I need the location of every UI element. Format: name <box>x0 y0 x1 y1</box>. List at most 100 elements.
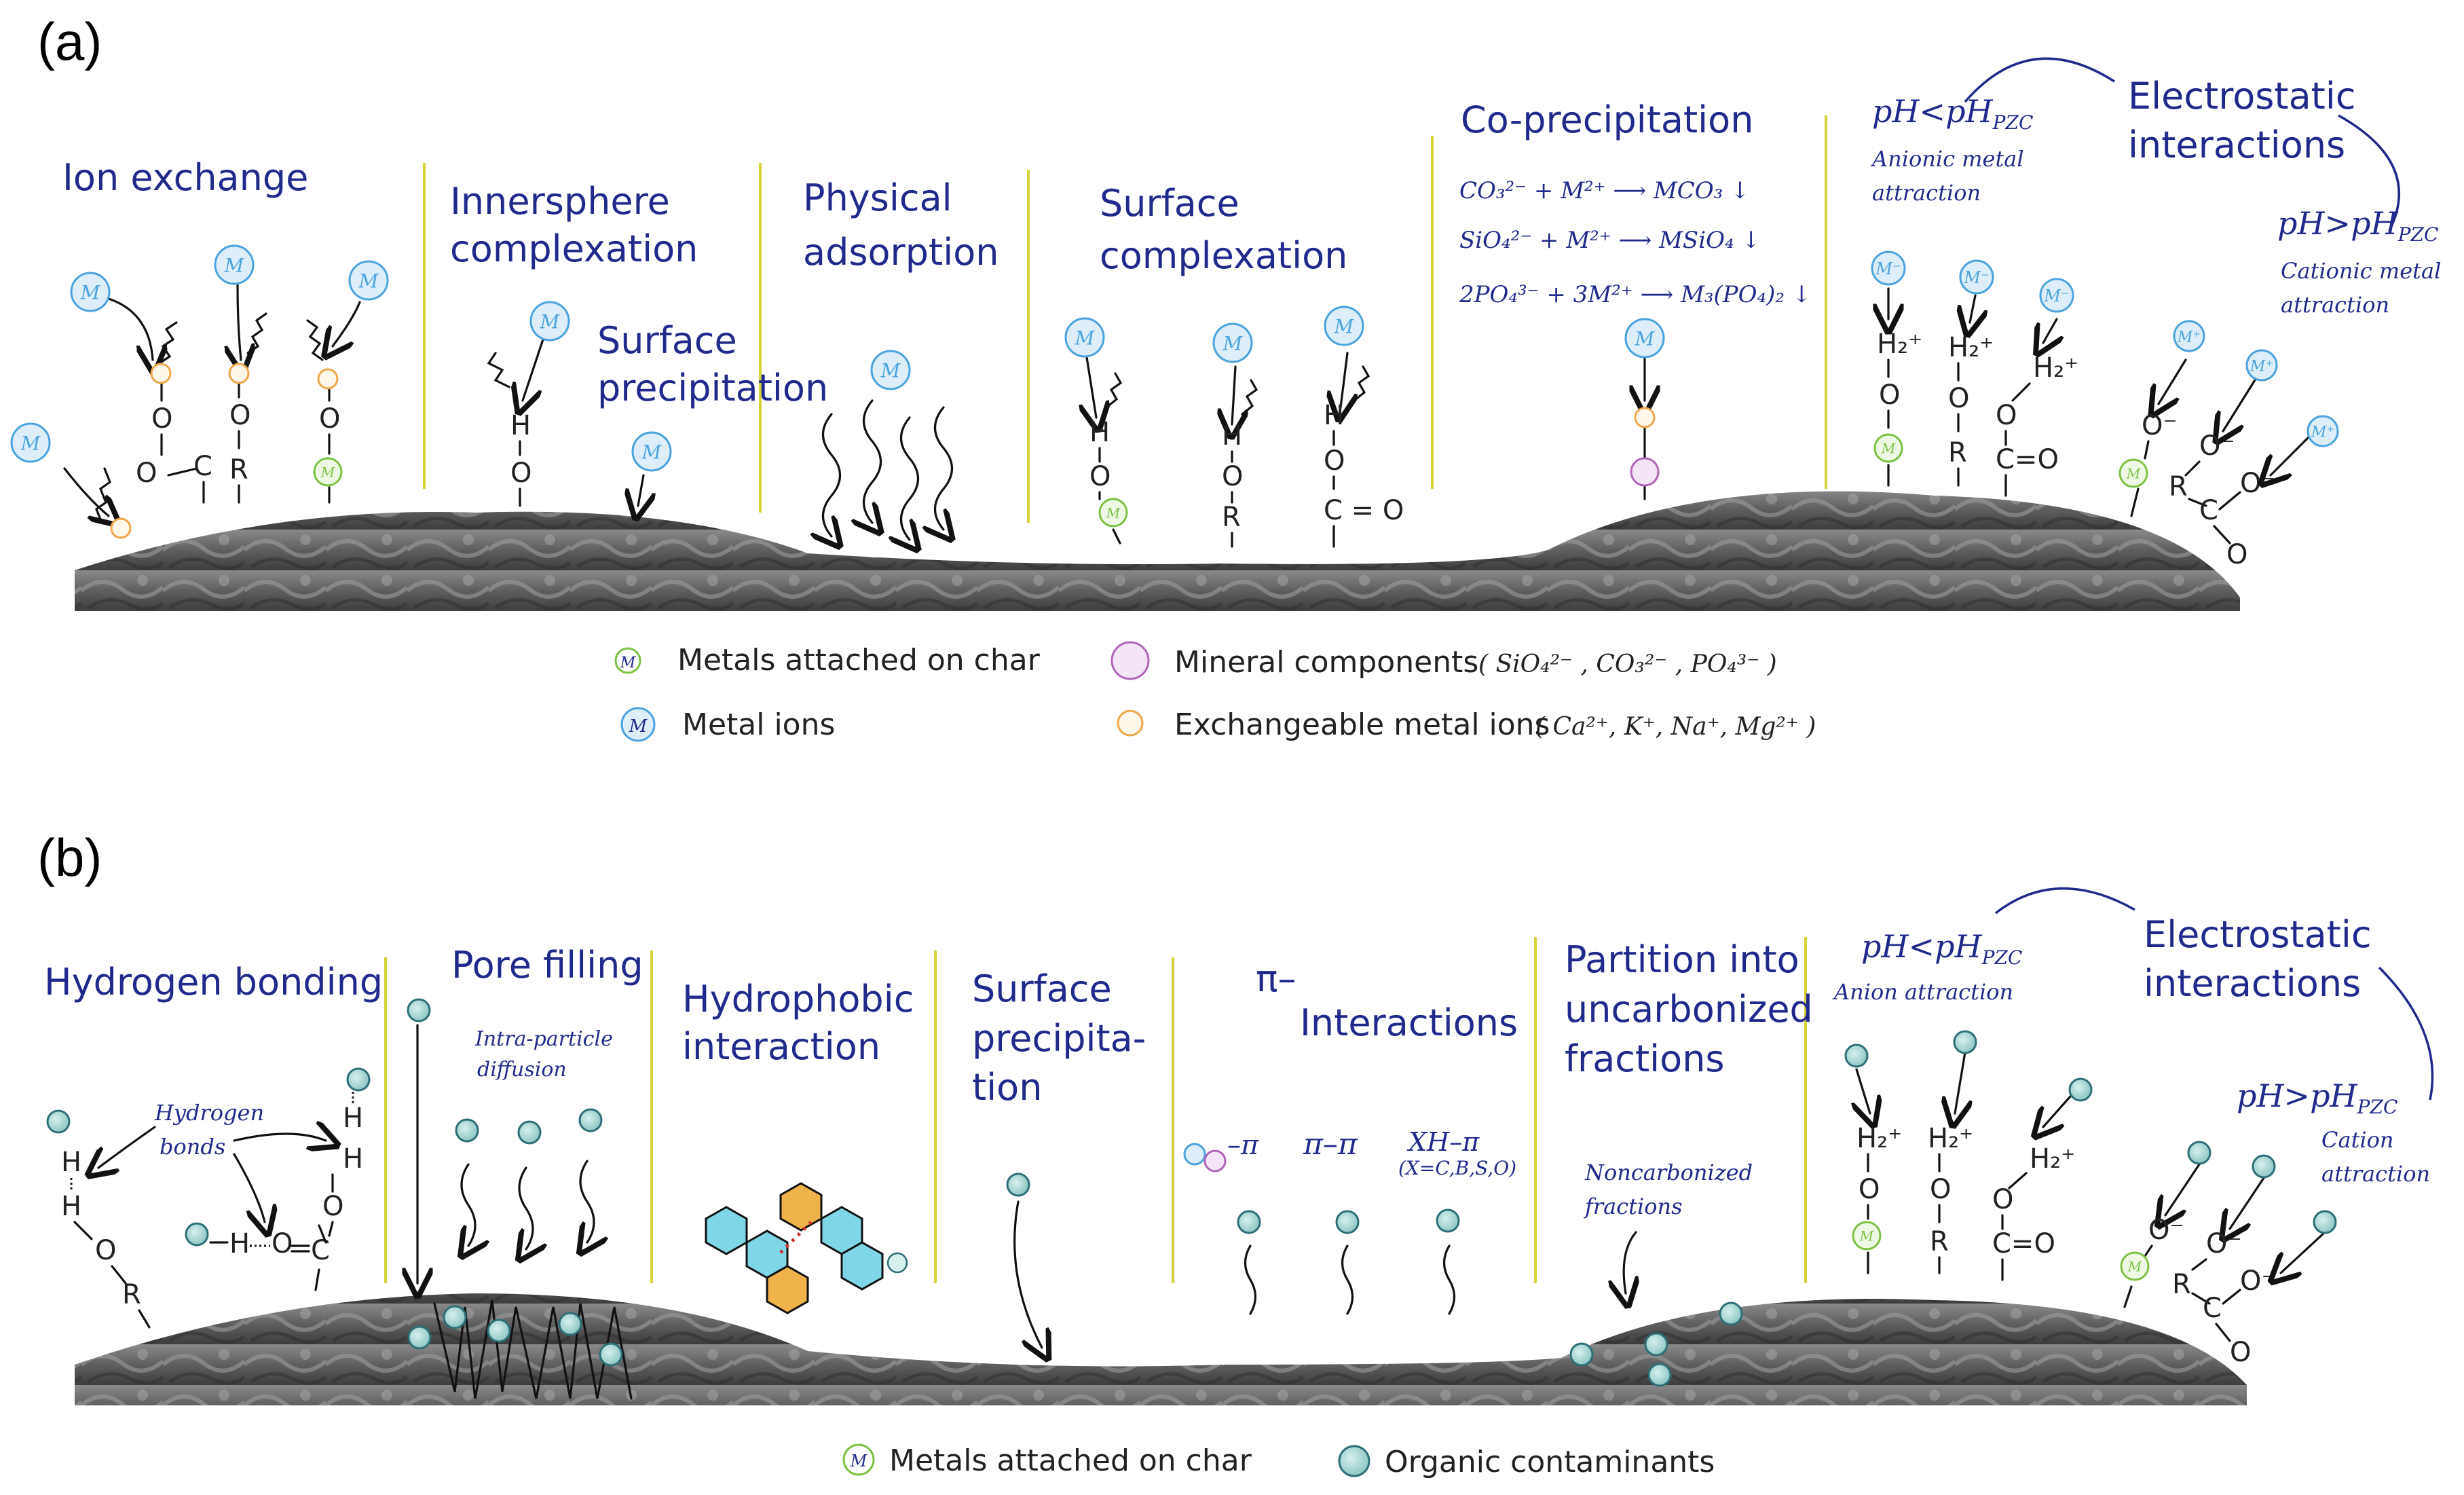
svg-text:R: R <box>229 454 248 485</box>
title-electrostatic-2: interactions <box>2128 124 2345 166</box>
title-innersphere-2: complexation <box>450 227 698 270</box>
svg-text:M: M <box>2126 466 2141 482</box>
svg-text:H: H <box>1089 417 1110 448</box>
title-hydrophobic-2: interaction <box>682 1025 880 1068</box>
svg-text:M⁻: M⁻ <box>1875 259 1901 278</box>
organic-contaminant-icon <box>1237 1210 1261 1234</box>
ion-exchange-structures: O O C O R O <box>63 284 361 523</box>
electrostatic-b-structures: H₂⁺ O H₂⁺ O R H₂⁺ O C=O O⁻ O⁻ <box>1856 1051 2326 1368</box>
title-partition-1: Partition into <box>1565 938 1799 981</box>
svg-text:M⁻: M⁻ <box>1963 268 1989 287</box>
electrostatic-b-arc-left <box>1994 887 2135 915</box>
title-partition-3: fractions <box>1565 1037 1725 1080</box>
noncarb-note-1: Noncarbonized <box>1584 1160 1753 1185</box>
organic-contaminant-icon <box>517 1120 542 1145</box>
panel-b: (b) Hydrogen bonding Pore filling Hydrop… <box>37 828 2434 1479</box>
electrostatic-arc-right <box>2338 114 2400 232</box>
metal-ion-icon: M <box>10 422 51 463</box>
svg-text:M: M <box>641 441 662 464</box>
title-electrostatic-1: Electrostatic <box>2128 75 2356 117</box>
svg-text:M: M <box>629 716 648 737</box>
svg-text:M⁻: M⁻ <box>2043 287 2069 306</box>
svg-text:C: C <box>2199 495 2218 526</box>
metal-attached-icon: M <box>2118 458 2148 488</box>
svg-text:H₂⁺: H₂⁺ <box>2030 1143 2075 1175</box>
svg-text:M⁺: M⁺ <box>2250 358 2273 375</box>
title-electrostatic-b-1: Electrostatic <box>2144 913 2372 956</box>
panel-a: (a) Ion exchange Innersphere complexatio… <box>10 12 2441 742</box>
xh-set-label: (X=C,B,S,O) <box>1398 1157 1516 1179</box>
title-pi-2: Interactions <box>1300 1001 1518 1044</box>
title-hydrophobic-1: Hydrophobic <box>682 978 914 1020</box>
svg-text:M: M <box>1222 333 1244 355</box>
svg-text:M: M <box>1334 316 1355 338</box>
svg-text:M⁺: M⁺ <box>2177 329 2201 346</box>
svg-text:C=O: C=O <box>1992 1228 2055 1259</box>
svg-text:H₂⁺: H₂⁺ <box>2033 352 2078 384</box>
metal-ion-icon: M <box>529 301 570 342</box>
legend-b-metals-attached: Metals attached on char <box>889 1443 1252 1478</box>
organic-contaminant-icon <box>46 1109 71 1134</box>
metal-attached-icon: M <box>1873 433 1903 463</box>
equation-phosphate: 2PO₄³⁻ + 3M²⁺ ⟶ M₃(PO₄)₂ ↓ <box>1459 281 1811 308</box>
metal-ion-icon: M <box>631 431 672 472</box>
organic-contaminant-icon <box>346 1067 371 1092</box>
organic-contaminant-icon <box>578 1108 603 1132</box>
svg-text:O: O <box>229 400 250 431</box>
partition-structures: Noncarbonized fractions <box>1584 1160 1753 1293</box>
exchangeable-ion-icon <box>110 517 132 539</box>
svg-text:M⁺: M⁺ <box>2311 424 2334 441</box>
svg-text:H: H <box>343 1103 363 1134</box>
legend-a: M Metals attached on char M Metal ions M… <box>614 641 1816 742</box>
svg-text:O: O <box>1859 1174 1880 1205</box>
svg-text:O: O <box>272 1228 293 1259</box>
char-surface-b <box>75 1293 2247 1405</box>
legend-exchangeable-formula: ( Ca²⁺, K⁺, Na⁺, Mg²⁺ ) <box>1535 713 1816 741</box>
svg-text:M: M <box>850 1452 868 1471</box>
svg-text:R: R <box>122 1279 141 1310</box>
svg-text:M: M <box>1106 505 1121 521</box>
title-pi-1: π– <box>1256 957 1296 1000</box>
metal-ion-cationic-icon: M⁺ <box>2307 415 2339 447</box>
anion-attraction-label: Anion attraction <box>1832 979 2013 1005</box>
svg-text:C: C <box>193 451 212 482</box>
metal-ion-icon: M <box>1212 322 1253 363</box>
organic-icon <box>1338 1445 1370 1477</box>
organic-contaminant-icon <box>1719 1302 1743 1326</box>
exchangeable-ion-icon <box>1634 407 1656 428</box>
hbond-note-2: bonds <box>160 1134 225 1160</box>
physical-adsorption-waves <box>823 399 952 540</box>
electrostatic-a-structures: H₂⁺ O H₂⁺ O R H₂⁺ O C=O O⁻ O⁻ <box>1877 287 2313 570</box>
organic-contaminant-icon <box>2252 1154 2276 1179</box>
svg-text:O: O <box>510 458 531 489</box>
anionic-label-2: attraction <box>1872 180 1981 206</box>
svg-text:M: M <box>20 432 41 455</box>
title-pore: Pore filling <box>451 944 643 986</box>
svg-text:H: H <box>229 1228 250 1259</box>
anionic-label-1: Anionic metal <box>1870 146 2024 172</box>
metal-ion-icon: M <box>1624 318 1665 358</box>
svg-text:O: O <box>2226 539 2247 570</box>
panel-b-symbols: MM <box>46 998 2337 1387</box>
svg-text:H: H <box>343 1143 363 1175</box>
svg-text:C: C <box>311 1235 330 1266</box>
metal-ion-cationic-icon: M⁺ <box>2245 349 2278 382</box>
svg-text:M: M <box>620 654 636 671</box>
exchangeable-icon <box>1117 709 1144 737</box>
metal-attached-icon: M <box>1098 498 1128 528</box>
organic-contaminant-icon <box>185 1222 209 1247</box>
pore-filling-structures: Intra-particle diffusion <box>417 1024 633 1400</box>
organic-contaminant-icon <box>407 1325 432 1350</box>
svg-text:O⁻: O⁻ <box>2148 1215 2184 1246</box>
svg-text:O⁻: O⁻ <box>2240 468 2276 499</box>
metal-ion-anionic-icon: M⁻ <box>1959 259 1994 295</box>
intra-note-1: Intra-particle <box>474 1027 613 1051</box>
svg-text:M: M <box>1075 327 1096 350</box>
svg-text:H₂⁺: H₂⁺ <box>1928 1123 1973 1154</box>
svg-text:C=O: C=O <box>1996 444 2059 475</box>
exchangeable-ion-icon <box>228 363 250 384</box>
electrostatic-b-arc-right <box>2378 966 2434 1101</box>
metal-attached-icon-b <box>842 1443 875 1476</box>
organic-contaminant-icon <box>1644 1332 1668 1356</box>
